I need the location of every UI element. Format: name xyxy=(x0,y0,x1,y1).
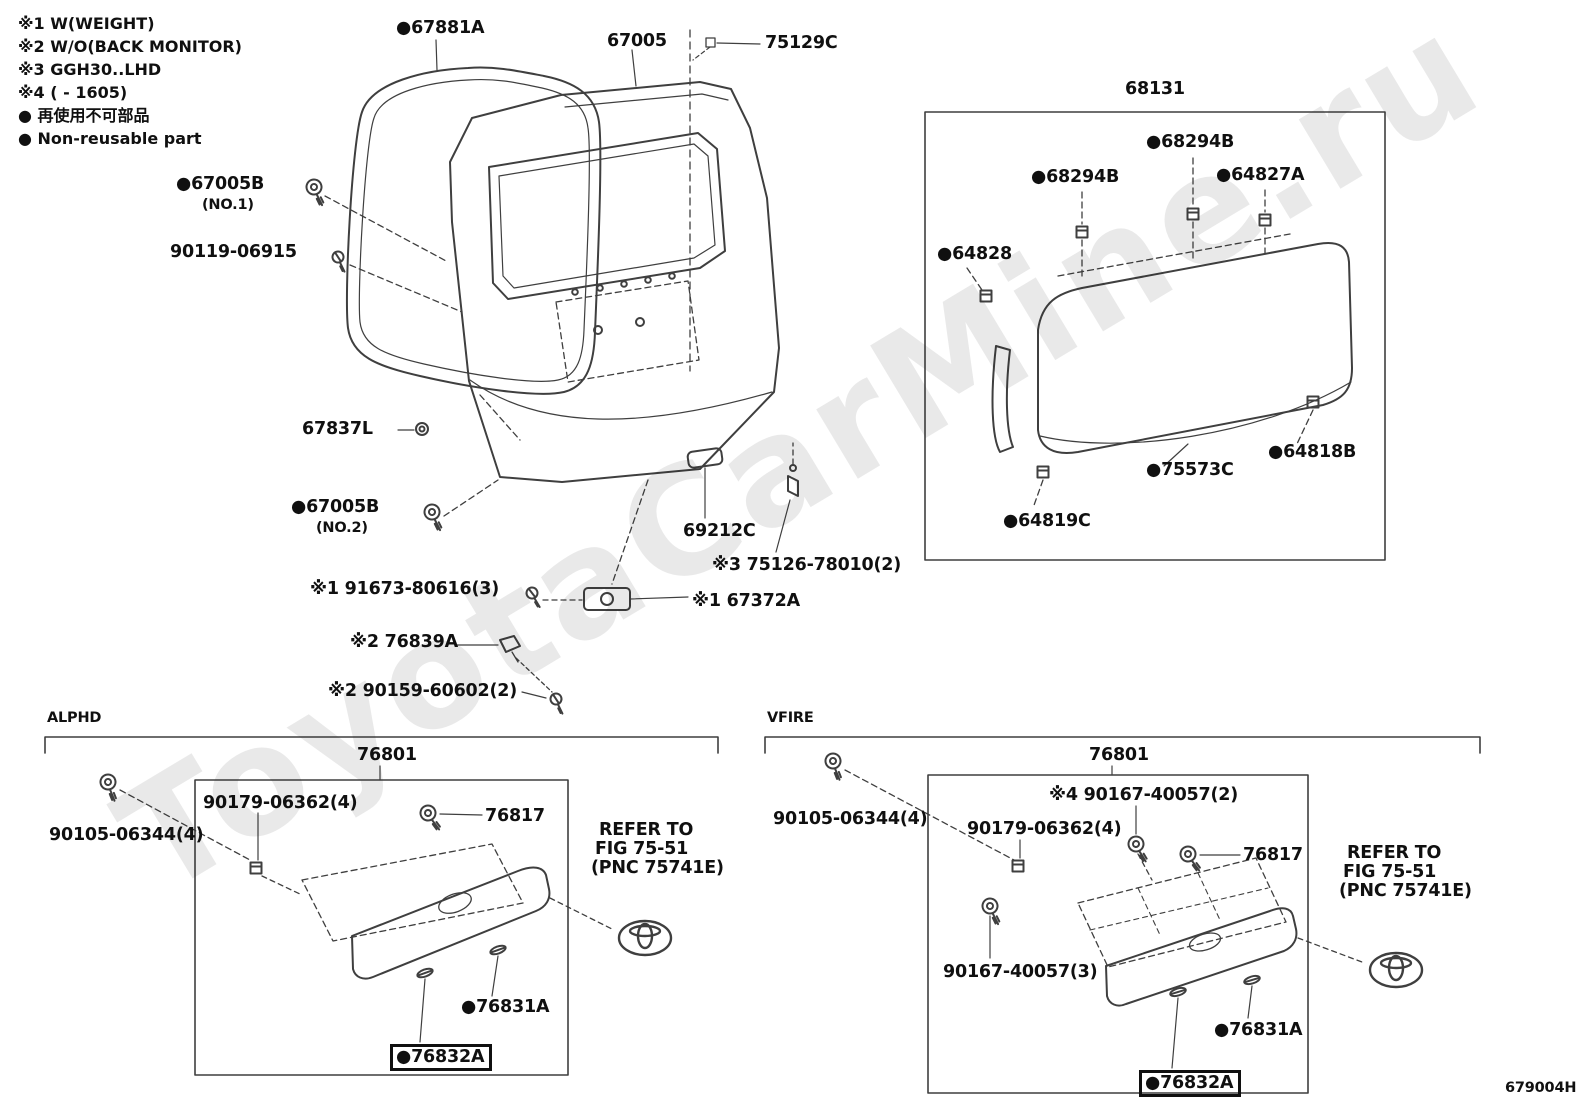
part-label-90105-06344-alphd[interactable]: 90105-06344(4) xyxy=(49,825,204,845)
part-label-refer-vfire-2: FIG 75-51 xyxy=(1343,862,1437,882)
part-label-67372A[interactable]: ※1 67372A xyxy=(692,591,800,611)
legend-note-4: ※4 ( - 1605) xyxy=(18,83,128,102)
legend: ※1 W(WEIGHT) ※2 W/O(BACK MONITOR) ※3 GGH… xyxy=(18,12,242,150)
part-label-90167-40057-2[interactable]: ※4 90167-40057(2) xyxy=(1049,785,1239,805)
part-label-68294B-top[interactable]: ●68294B xyxy=(1146,132,1235,152)
part-label-68294B-left[interactable]: ●68294B xyxy=(1031,167,1120,187)
part-label-vfire-title: VFIRE xyxy=(767,710,814,726)
part-label-76831A-vfire[interactable]: ●76831A xyxy=(1214,1020,1303,1040)
part-label-69212C[interactable]: 69212C xyxy=(683,521,756,541)
legend-note-3: ※3 GGH30..LHD xyxy=(18,60,162,79)
part-label-refer-vfire-3: (PNC 75741E) xyxy=(1339,881,1472,901)
legend-note-6: ● Non-reusable part xyxy=(18,129,202,148)
part-label-76817-alphd[interactable]: 76817 xyxy=(485,806,545,826)
garnish-box-68131 xyxy=(924,111,1386,561)
part-label-67005B-no2-sub: (NO.2) xyxy=(316,520,368,536)
part-label-64819C[interactable]: ●64819C xyxy=(1003,511,1091,531)
vfire-section xyxy=(764,736,1481,1094)
part-label-90167-40057-3[interactable]: 90167-40057(3) xyxy=(943,962,1098,982)
part-label-75129C[interactable]: 75129C xyxy=(765,33,838,53)
handle-69212C-icon xyxy=(686,447,724,469)
part-label-refer-alphd-2: FIG 75-51 xyxy=(595,839,689,859)
part-label-refer-vfire-1: REFER TO xyxy=(1347,843,1442,863)
part-label-alphd-title: ALPHD xyxy=(47,710,102,726)
part-label-90179-06362-vfire[interactable]: 90179-06362(4) xyxy=(967,819,1122,839)
part-label-91673-80616[interactable]: ※1 91673-80616(3) xyxy=(310,579,500,599)
license-garnish-alphd xyxy=(351,866,551,980)
part-label-76801-vfire[interactable]: 76801 xyxy=(1089,745,1149,765)
weatherstrip-outline xyxy=(345,66,602,395)
legend-note-1: ※1 W(WEIGHT) xyxy=(18,14,155,33)
part-label-67005B-no1-sub: (NO.1) xyxy=(202,197,254,213)
part-label-76839A[interactable]: ※2 76839A xyxy=(350,632,458,652)
part-label-76832A-alphd[interactable]: ●76832A xyxy=(390,1044,493,1071)
legend-note-2: ※2 W/O(BACK MONITOR) xyxy=(18,37,242,56)
part-label-76832A-vfire[interactable]: ●76832A xyxy=(1139,1070,1242,1097)
stopper-75126-icon xyxy=(787,475,799,497)
tailgate-panel-outline xyxy=(449,29,780,483)
part-label-67005B-no1[interactable]: ●67005B xyxy=(176,174,265,194)
tailgate-leaders-and-fasteners xyxy=(300,37,799,715)
part-label-90105-06344-vfire[interactable]: 90105-06344(4) xyxy=(773,809,928,829)
grommet-67837L-icon xyxy=(415,422,429,436)
license-garnish-vfire xyxy=(1105,907,1298,1007)
alphd-section xyxy=(44,736,719,1076)
part-label-90159-60602[interactable]: ※2 90159-60602(2) xyxy=(328,681,518,701)
part-label-90179-06362-alphd[interactable]: 90179-06362(4) xyxy=(203,793,358,813)
part-label-refer-alphd-3: (PNC 75741E) xyxy=(591,858,724,878)
part-label-76831A-alphd[interactable]: ●76831A xyxy=(461,997,550,1017)
part-label-refer-alphd-1: REFER TO xyxy=(599,820,694,840)
part-label-75573C[interactable]: ●75573C xyxy=(1146,460,1234,480)
legend-note-5: ● 再使用不可部品 xyxy=(18,106,150,125)
part-label-64827A[interactable]: ●64827A xyxy=(1216,165,1305,185)
part-label-67881A[interactable]: ●67881A xyxy=(396,18,485,38)
part-label-67005B-no2[interactable]: ●67005B xyxy=(291,497,380,517)
part-label-75126-78010[interactable]: ※3 75126-78010(2) xyxy=(712,555,902,575)
part-label-64828[interactable]: ●64828 xyxy=(937,244,1012,264)
cover-76839A-icon xyxy=(499,635,521,653)
part-label-67837L[interactable]: 67837L xyxy=(302,419,373,439)
part-label-76801-alphd[interactable]: 76801 xyxy=(357,745,417,765)
part-label-90119-06915[interactable]: 90119-06915 xyxy=(170,242,297,262)
part-label-76817-vfire[interactable]: 76817 xyxy=(1243,845,1303,865)
part-label-figure-code: 679004H xyxy=(1505,1080,1577,1096)
part-label-64818B[interactable]: ●64818B xyxy=(1268,442,1357,462)
part-label-67005[interactable]: 67005 xyxy=(607,31,667,51)
part-label-68131[interactable]: 68131 xyxy=(1125,79,1185,99)
